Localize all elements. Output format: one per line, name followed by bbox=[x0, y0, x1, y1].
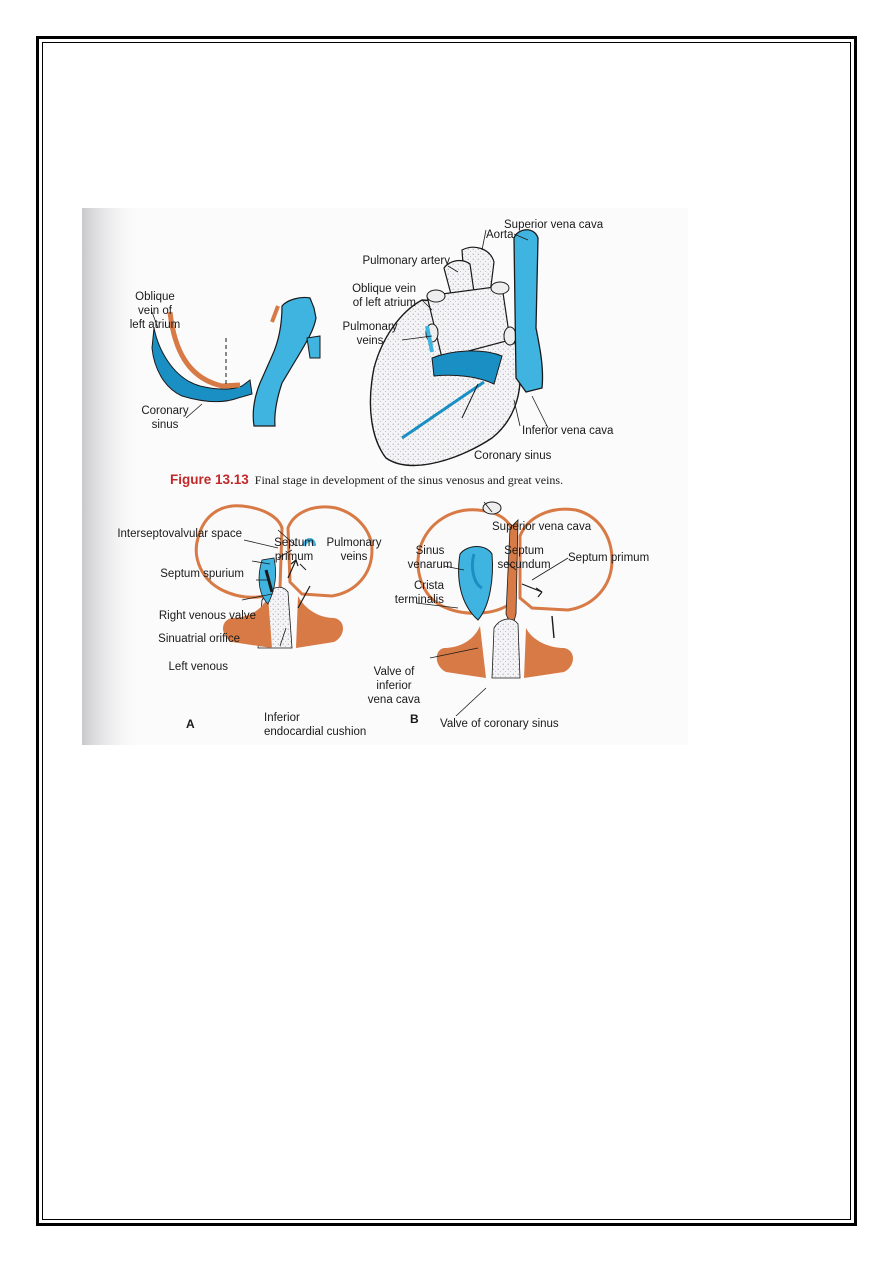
panel-a-illustration bbox=[194, 504, 374, 649]
label-septum-secundum-1: Septum bbox=[504, 545, 544, 557]
label-interseptovalvular-space: Interseptovalvular space bbox=[117, 528, 242, 540]
label-septum-spurium: Septum spurium bbox=[160, 568, 244, 580]
panel-b-illustration bbox=[415, 501, 614, 717]
label-inferior-endocardial-2: endocardial cushion bbox=[264, 726, 366, 738]
small-vein-diagram bbox=[151, 296, 321, 427]
caption-number: Figure 13.13 bbox=[170, 472, 249, 487]
panel-letter-a: A bbox=[186, 717, 195, 731]
label-inferior-endocardial-1: Inferior bbox=[264, 712, 300, 724]
label-septum-primum-a-1: Septum bbox=[274, 537, 314, 549]
label-superior-vena-cava-b: Superior vena cava bbox=[492, 521, 592, 533]
label-valve-ivc-1: Valve of bbox=[374, 666, 416, 678]
label-left-venous: Left venous bbox=[169, 661, 229, 673]
heart-posterior-view bbox=[369, 229, 549, 467]
label-valve-coronary-sinus: Valve of coronary sinus bbox=[440, 718, 559, 730]
label-pulmonary-veins-1: Pulmonary bbox=[343, 321, 398, 333]
label-valve-ivc-3: vena cava bbox=[368, 694, 421, 706]
label-coronary-sinus-small-1: Coronary bbox=[141, 405, 189, 417]
figure-illustration: Oblique vein of left atrium Coronary sin… bbox=[82, 208, 649, 745]
label-aorta: Aorta bbox=[486, 229, 514, 241]
label-superior-vena-cava-top: Superior vena cava bbox=[504, 219, 604, 231]
label-pulmonary-veins-a-1: Pulmonary bbox=[327, 537, 382, 549]
label-septum-secundum-2: secundum bbox=[497, 559, 550, 571]
label-pulmonary-veins-a-2: veins bbox=[341, 551, 368, 563]
caption-text: Final stage in development of the sinus … bbox=[255, 473, 563, 487]
figure-caption: Figure 13.13 Final stage in development o… bbox=[170, 472, 563, 487]
label-septum-primum-a-2: primum bbox=[275, 551, 313, 563]
page-border-outer bbox=[36, 36, 857, 1226]
label-crista-terminalis-2: terminalis bbox=[395, 594, 444, 606]
panel-letter-b: B bbox=[410, 712, 419, 726]
label-inferior-vena-cava: Inferior vena cava bbox=[522, 425, 614, 437]
label-crista-terminalis-1: Crista bbox=[414, 580, 445, 592]
label-oblique-vein-2: of left atrium bbox=[353, 297, 416, 309]
label-oblique-vein-small-2: vein of bbox=[138, 305, 173, 317]
label-sinus-venarum-1: Sinus bbox=[416, 545, 445, 557]
label-oblique-vein-small-3: left atrium bbox=[130, 319, 181, 331]
label-sinuatrial-orifice: Sinuatrial orifice bbox=[158, 633, 240, 645]
label-oblique-vein-1: Oblique vein bbox=[352, 283, 416, 295]
label-right-venous-valve: Right venous valve bbox=[159, 610, 256, 622]
label-pulmonary-veins-2: veins bbox=[357, 335, 384, 347]
scan-shadow bbox=[82, 208, 142, 745]
scanned-figure: Oblique vein of left atrium Coronary sin… bbox=[82, 208, 688, 745]
label-coronary-sinus-small-2: sinus bbox=[152, 419, 179, 431]
page-border-inner bbox=[42, 42, 851, 1220]
label-septum-primum-b: Septum primum bbox=[568, 552, 649, 564]
label-coronary-sinus: Coronary sinus bbox=[474, 450, 552, 462]
label-sinus-venarum-2: venarum bbox=[408, 559, 453, 571]
label-valve-ivc-2: inferior bbox=[376, 680, 411, 692]
label-oblique-vein-small-1: Oblique bbox=[135, 291, 175, 303]
label-pulmonary-artery: Pulmonary artery bbox=[362, 255, 450, 267]
